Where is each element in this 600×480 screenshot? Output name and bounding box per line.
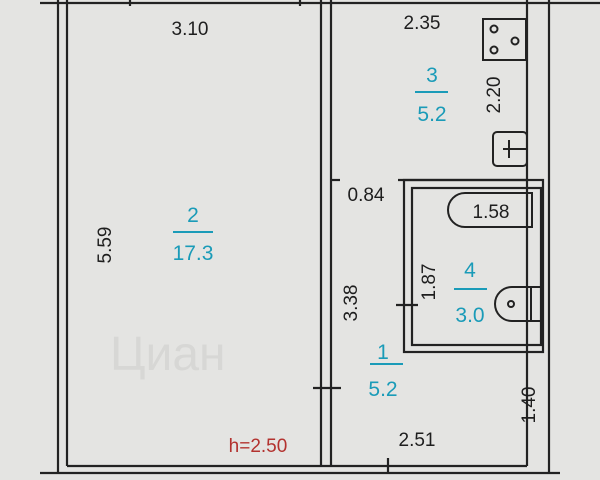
dim-hall-length: 3.38: [341, 285, 362, 322]
dim-kitchen-width: 2.35: [404, 13, 441, 34]
room-label-3: 3 5.2: [415, 64, 448, 126]
room-area: 3.0: [455, 304, 484, 327]
room-label-1: 1 5.2: [368, 341, 403, 401]
svg-text:Циан: Циан: [110, 328, 226, 381]
sink-icon: [492, 131, 528, 167]
dim-bath-depth: 1.87: [419, 264, 440, 301]
room-number: 4: [464, 259, 476, 282]
dim-bath-length: 1.58: [473, 202, 510, 223]
dim-room2-width: 3.10: [172, 19, 209, 40]
room-label-2: 2 17.3: [173, 204, 214, 265]
dim-room2-length: 5.59: [95, 227, 116, 264]
room-number: 1: [377, 341, 389, 364]
room-area: 17.3: [173, 242, 214, 265]
room-area: 5.2: [417, 103, 446, 126]
dim-hall-width: 2.51: [399, 430, 436, 451]
dim-hall-depth: 1.40: [519, 387, 540, 424]
room-number: 2: [187, 204, 199, 227]
room-label-4: 4 3.0: [454, 259, 487, 327]
bathtub-icon: [447, 192, 533, 228]
watermark: Циан: [110, 328, 226, 381]
stove-icon: [482, 18, 527, 61]
walls: [40, 0, 600, 475]
ceiling-height: h=2.50: [229, 436, 288, 457]
toilet-icon: [494, 286, 541, 322]
room-area: 5.2: [368, 378, 397, 401]
dim-kitchen-length: 2.20: [484, 77, 505, 114]
dim-door-width: 0.84: [348, 185, 385, 206]
room-number: 3: [426, 64, 438, 87]
